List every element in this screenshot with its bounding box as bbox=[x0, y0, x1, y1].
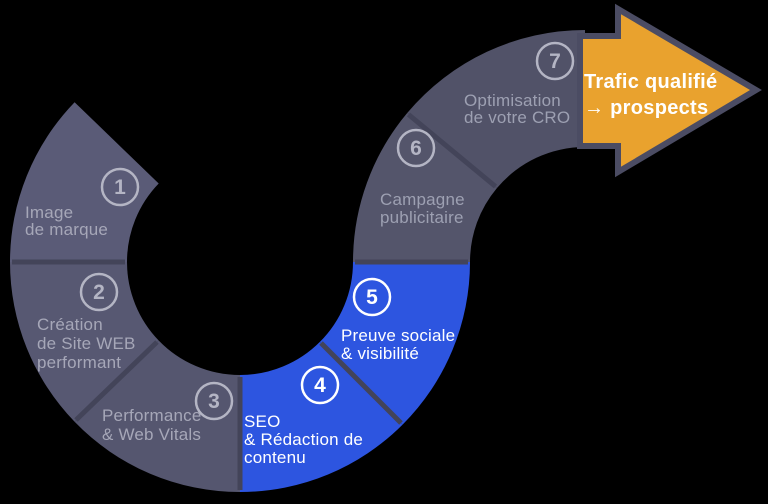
step-4-number: 4 bbox=[314, 374, 326, 397]
step-6-number: 6 bbox=[410, 137, 422, 160]
step-6-number-circle bbox=[396, 128, 436, 168]
step-5-number-circle bbox=[352, 277, 392, 317]
divider-6-7 bbox=[406, 112, 498, 189]
step-3-number: 3 bbox=[208, 390, 220, 413]
step-5-label-line1: Preuve sociale bbox=[341, 326, 455, 345]
step-7-number: 7 bbox=[549, 50, 561, 73]
step-6-label-line2: publicitaire bbox=[380, 208, 464, 227]
step-7-label-line1: Optimisation bbox=[464, 91, 561, 110]
step-1: 1 Image de marque bbox=[25, 167, 140, 239]
step-6: 6 Campagne publicitaire bbox=[380, 128, 465, 227]
step-3-label-line2: & Web Vitals bbox=[102, 425, 201, 444]
step-5-label-line2: & visibilité bbox=[341, 344, 419, 363]
step-1-label-line1: Image bbox=[25, 203, 73, 222]
step-2-label-line3: performant bbox=[37, 353, 121, 372]
step-4: 4 SEO & Rédaction de contenu bbox=[244, 365, 363, 467]
segment-4 bbox=[240, 341, 403, 492]
segment-6 bbox=[353, 112, 497, 263]
arrow-shape bbox=[577, 3, 762, 178]
step-4-label-line2: & Rédaction de bbox=[244, 430, 363, 449]
segment-1 bbox=[10, 102, 159, 262]
step-7: 7 Optimisation de votre CRO bbox=[464, 41, 575, 127]
segment-5 bbox=[319, 262, 470, 425]
step-2-number: 2 bbox=[93, 281, 105, 304]
step-4-label-line3: contenu bbox=[244, 448, 306, 467]
step-3: 3 Performance & Web Vitals bbox=[102, 381, 234, 444]
step-1-number-circle bbox=[100, 167, 140, 207]
step-1-label-line2: de marque bbox=[25, 220, 108, 239]
step-5: 5 Preuve sociale & visibilité bbox=[341, 277, 455, 363]
step-2-number-circle bbox=[79, 272, 119, 312]
segment-3 bbox=[74, 340, 240, 492]
step-4-number-circle bbox=[300, 365, 340, 405]
segment-2 bbox=[10, 262, 159, 422]
step-2-label-line2: de Site WEB bbox=[37, 334, 136, 353]
step-3-label-line1: Performance bbox=[102, 406, 202, 425]
segment-dividers bbox=[12, 112, 498, 490]
step-7-number-circle bbox=[535, 41, 575, 81]
divider-2-3 bbox=[74, 340, 159, 422]
divider-4-5 bbox=[319, 341, 403, 425]
step-6-label-line1: Campagne bbox=[380, 190, 465, 209]
result-arrow: Trafic qualifié → prospects bbox=[577, 3, 762, 178]
step-2-label-line1: Création bbox=[37, 315, 103, 334]
step-4-label-line1: SEO bbox=[244, 412, 281, 431]
step-2: 2 Création de Site WEB performant bbox=[37, 272, 136, 372]
step-5-number: 5 bbox=[366, 286, 378, 309]
step-3-number-circle bbox=[194, 381, 234, 421]
arrow-label-line2: → prospects bbox=[584, 97, 708, 119]
arrow-label-line1: Trafic qualifié bbox=[584, 71, 717, 93]
step-1-number: 1 bbox=[114, 176, 126, 199]
step-7-label-line2: de votre CRO bbox=[464, 108, 570, 127]
